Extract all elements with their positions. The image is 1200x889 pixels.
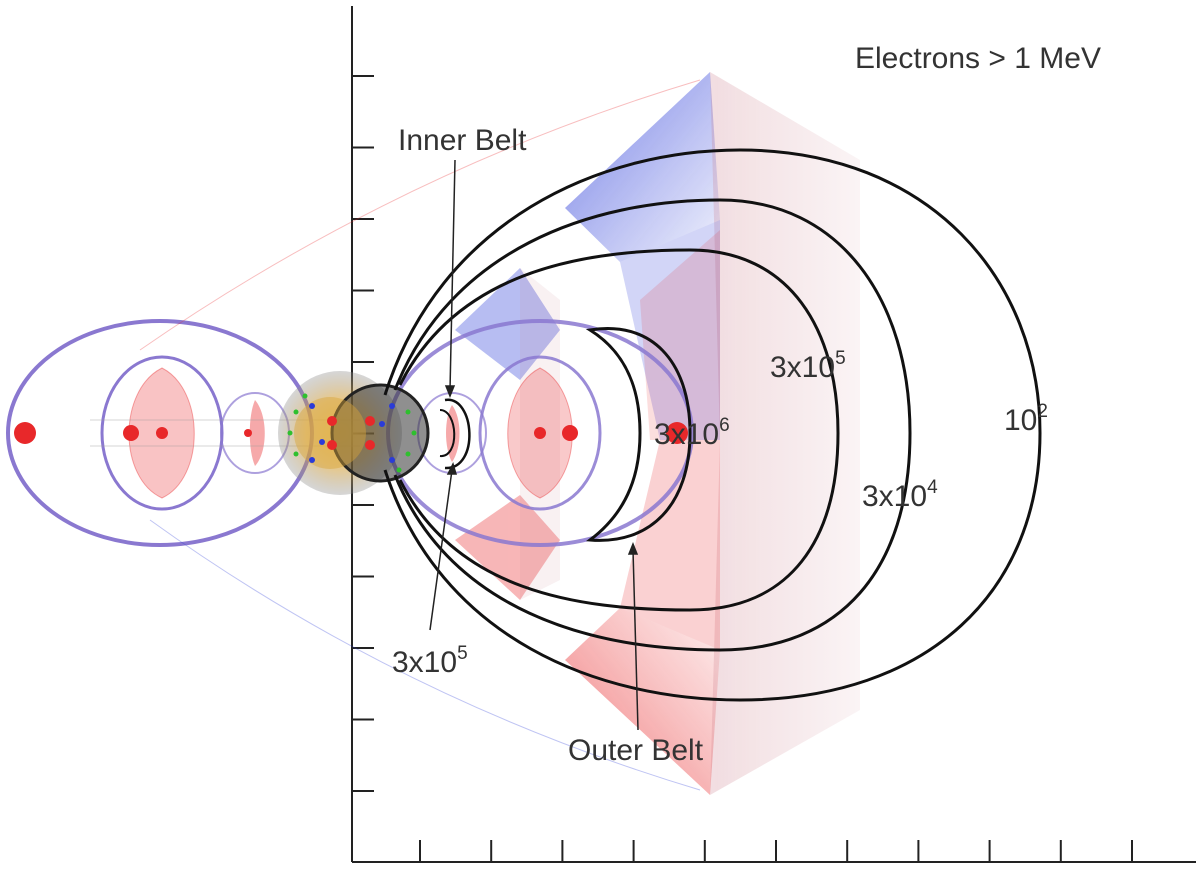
particle-dots: [14, 393, 688, 473]
contour-3e4: [393, 198, 912, 652]
x-axis-ticks: [419, 840, 1133, 862]
contour-3e6: [585, 327, 692, 542]
earth-center: [278, 371, 430, 495]
contour-3e5-outer: [398, 248, 840, 612]
contour-label-10e2: 102: [1004, 401, 1048, 437]
annotation-arrows: [429, 159, 639, 731]
outer-belt-label: Outer Belt: [568, 734, 704, 767]
inner-flux-label: 3x105: [392, 643, 468, 679]
inner-belt-label: Inner Belt: [398, 124, 527, 157]
contour-label-3e5: 3x105: [770, 348, 846, 384]
chart-title: Electrons > 1 MeV: [855, 42, 1101, 75]
contour-10e2: [383, 148, 1042, 702]
y-axis-ticks: [352, 75, 374, 792]
contour-label-3e4: 3x104: [862, 477, 938, 513]
contour-3e5-inner: [444, 398, 471, 470]
flux-contours: [383, 148, 1042, 702]
contour-label-3e6: 3x106: [654, 415, 730, 451]
